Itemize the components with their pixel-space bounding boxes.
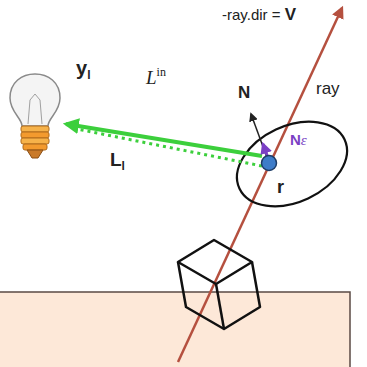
ray-label: ray [316, 80, 340, 97]
light-vector-line [72, 128, 262, 166]
subscript: l [122, 159, 125, 173]
incoming-light-arrow [66, 124, 262, 156]
offset-label: Nε [290, 132, 307, 148]
label-text: y [76, 57, 87, 79]
hit-point [262, 156, 277, 171]
label-text: N [290, 131, 301, 148]
label-text: ray [316, 79, 340, 98]
label-text: L [110, 149, 122, 170]
light-vector-label: Ll [110, 150, 125, 172]
label-text: N [238, 83, 250, 102]
label-text: ε [301, 132, 307, 148]
superscript: in [157, 65, 166, 79]
label-text: r [277, 177, 284, 197]
point-label: r [277, 178, 284, 196]
label-text: L [146, 67, 157, 88]
label-text: V [285, 5, 296, 24]
surface-patch [223, 105, 360, 223]
normal-label: N [238, 84, 250, 101]
subscript: l [87, 68, 90, 82]
view-direction-label: -ray.dir = V [222, 6, 296, 23]
label-text: -ray.dir = [222, 6, 285, 23]
cube-wireframe [178, 240, 260, 329]
light-bulb [10, 74, 60, 158]
ray-line [178, 8, 342, 362]
table-surface [0, 292, 350, 367]
light-position-label: yl [76, 58, 90, 81]
incoming-radiance-label: Lin [146, 66, 166, 87]
